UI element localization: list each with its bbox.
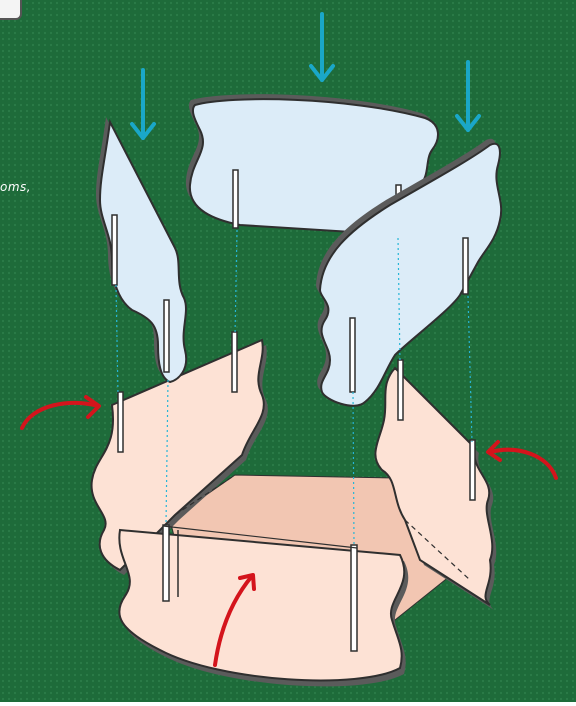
guide-line (467, 295, 473, 443)
corner-tab (0, 0, 22, 20)
blue-panel-right (316, 138, 503, 407)
arrow-down-icon (130, 68, 156, 140)
fold-line-right (404, 519, 471, 581)
caption-fragment: oms, (0, 180, 32, 194)
base-left-panel (90, 331, 268, 575)
arrow-down-icon (309, 12, 335, 82)
guide-line (352, 391, 355, 546)
curved-arrow-icon (20, 395, 101, 430)
blue-panel-left (96, 117, 188, 384)
curved-arrow-icon (213, 573, 256, 667)
base-right-panel (374, 359, 497, 610)
curved-arrow-icon (486, 440, 558, 480)
guide-line (165, 379, 169, 526)
arrow-down-icon (455, 60, 481, 132)
base-front-panel (118, 524, 409, 687)
alignment-guides (115, 229, 473, 546)
fold-line-left (174, 474, 236, 516)
blue-panel-back (185, 94, 439, 238)
guide-line (397, 237, 401, 363)
guide-line (115, 284, 119, 396)
